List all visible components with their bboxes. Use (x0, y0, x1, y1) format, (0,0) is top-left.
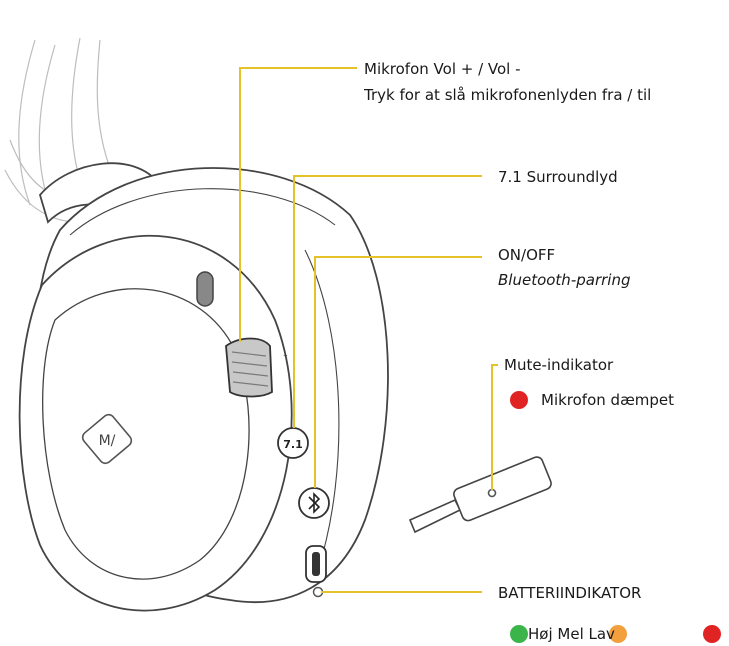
power-label: ON/OFF (498, 246, 556, 264)
surround-button: 7.1 (277, 427, 309, 459)
battery-indicator-label: BATTERIINDIKATOR (498, 584, 642, 602)
svg-text:⁺: ⁺ (283, 353, 288, 363)
slot-button (196, 271, 214, 307)
boom-mic (408, 456, 552, 534)
battery-mid-dot (609, 625, 627, 643)
headband (4, 37, 111, 223)
bluetooth-button (298, 487, 330, 519)
ear-pad (18, 234, 293, 612)
battery-led (312, 586, 324, 598)
mic-volume-label: Mikrofon Vol + / Vol - (364, 60, 521, 78)
mic-mute-toggle-label: Tryk for at slå mikrofonenlyden fra / ti… (364, 86, 652, 104)
surround-button-text: 7.1 (283, 438, 303, 451)
bluetooth-pairing-label: Bluetooth-parring (498, 271, 631, 289)
mute-indicator-label: Mute-indikator (504, 356, 614, 374)
battery-levels-label: Høj Mel Lav (528, 625, 615, 643)
surround-label: 7.1 Surroundlyd (498, 168, 618, 186)
muted-red-dot (510, 391, 528, 409)
volume-wheel: ⁺ (225, 337, 288, 398)
bluetooth-icon (308, 492, 321, 514)
logo-text: M/ (99, 433, 116, 449)
battery-high-dot (510, 625, 528, 643)
callout-lines (239, 67, 498, 593)
logo-badge: M/ (81, 413, 133, 465)
battery-low-dot (703, 625, 721, 643)
usb-c-port (305, 545, 327, 583)
mic-muted-label: Mikrofon dæmpet (541, 391, 675, 409)
